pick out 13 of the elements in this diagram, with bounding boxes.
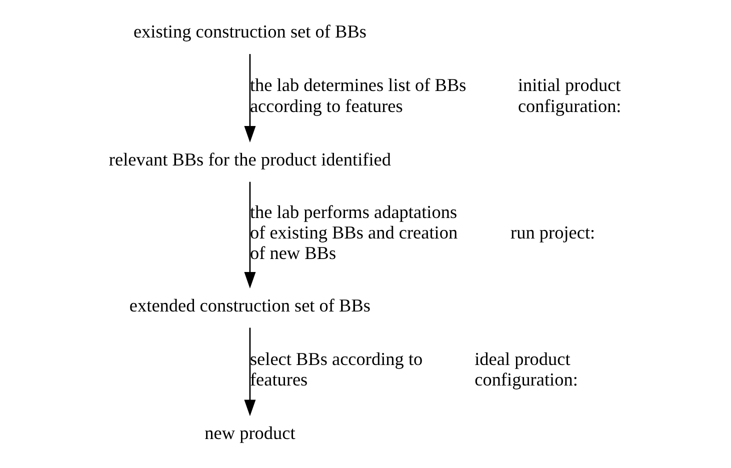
node-text: existing construction set of BBs	[132, 22, 366, 42]
node-text: new product	[204, 423, 295, 444]
label: initial product configuration:	[517, 75, 621, 116]
arrow	[244, 54, 256, 142]
node-text: relevant BBs for the product identified	[108, 149, 390, 170]
edge-label: select BBs according to features	[249, 348, 422, 390]
edge-label: the lab determines list of BBs according to features	[249, 75, 466, 116]
arrow	[244, 182, 256, 288]
node-text: extended construction set of BBs	[128, 295, 370, 316]
edge-label: the lab performs adaptations of existing BBs and creation of new BBs	[249, 202, 458, 263]
arrow	[244, 328, 256, 416]
label: ideal product configuration:	[474, 348, 578, 390]
label: run project:	[510, 222, 595, 242]
